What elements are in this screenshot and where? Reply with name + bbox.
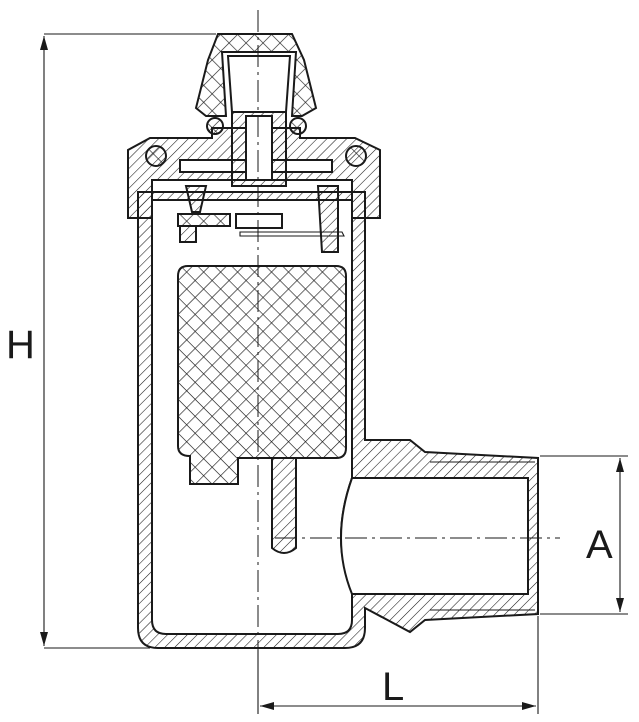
dimension-label-h: H	[6, 323, 35, 367]
dimension-height	[40, 33, 216, 649]
o-ring-stem-left	[206, 117, 224, 135]
float	[177, 265, 347, 554]
vent-knob	[194, 33, 318, 117]
o-ring-right	[345, 145, 367, 167]
lever-mechanism	[177, 185, 345, 253]
dimension-length	[257, 616, 539, 714]
dimension-label-l: L	[382, 665, 404, 709]
o-ring-stem-right	[289, 117, 307, 135]
o-ring-left	[145, 145, 167, 167]
dimension-label-a: A	[586, 523, 613, 567]
valve-stem	[231, 111, 287, 187]
dimension-thread	[540, 455, 628, 615]
